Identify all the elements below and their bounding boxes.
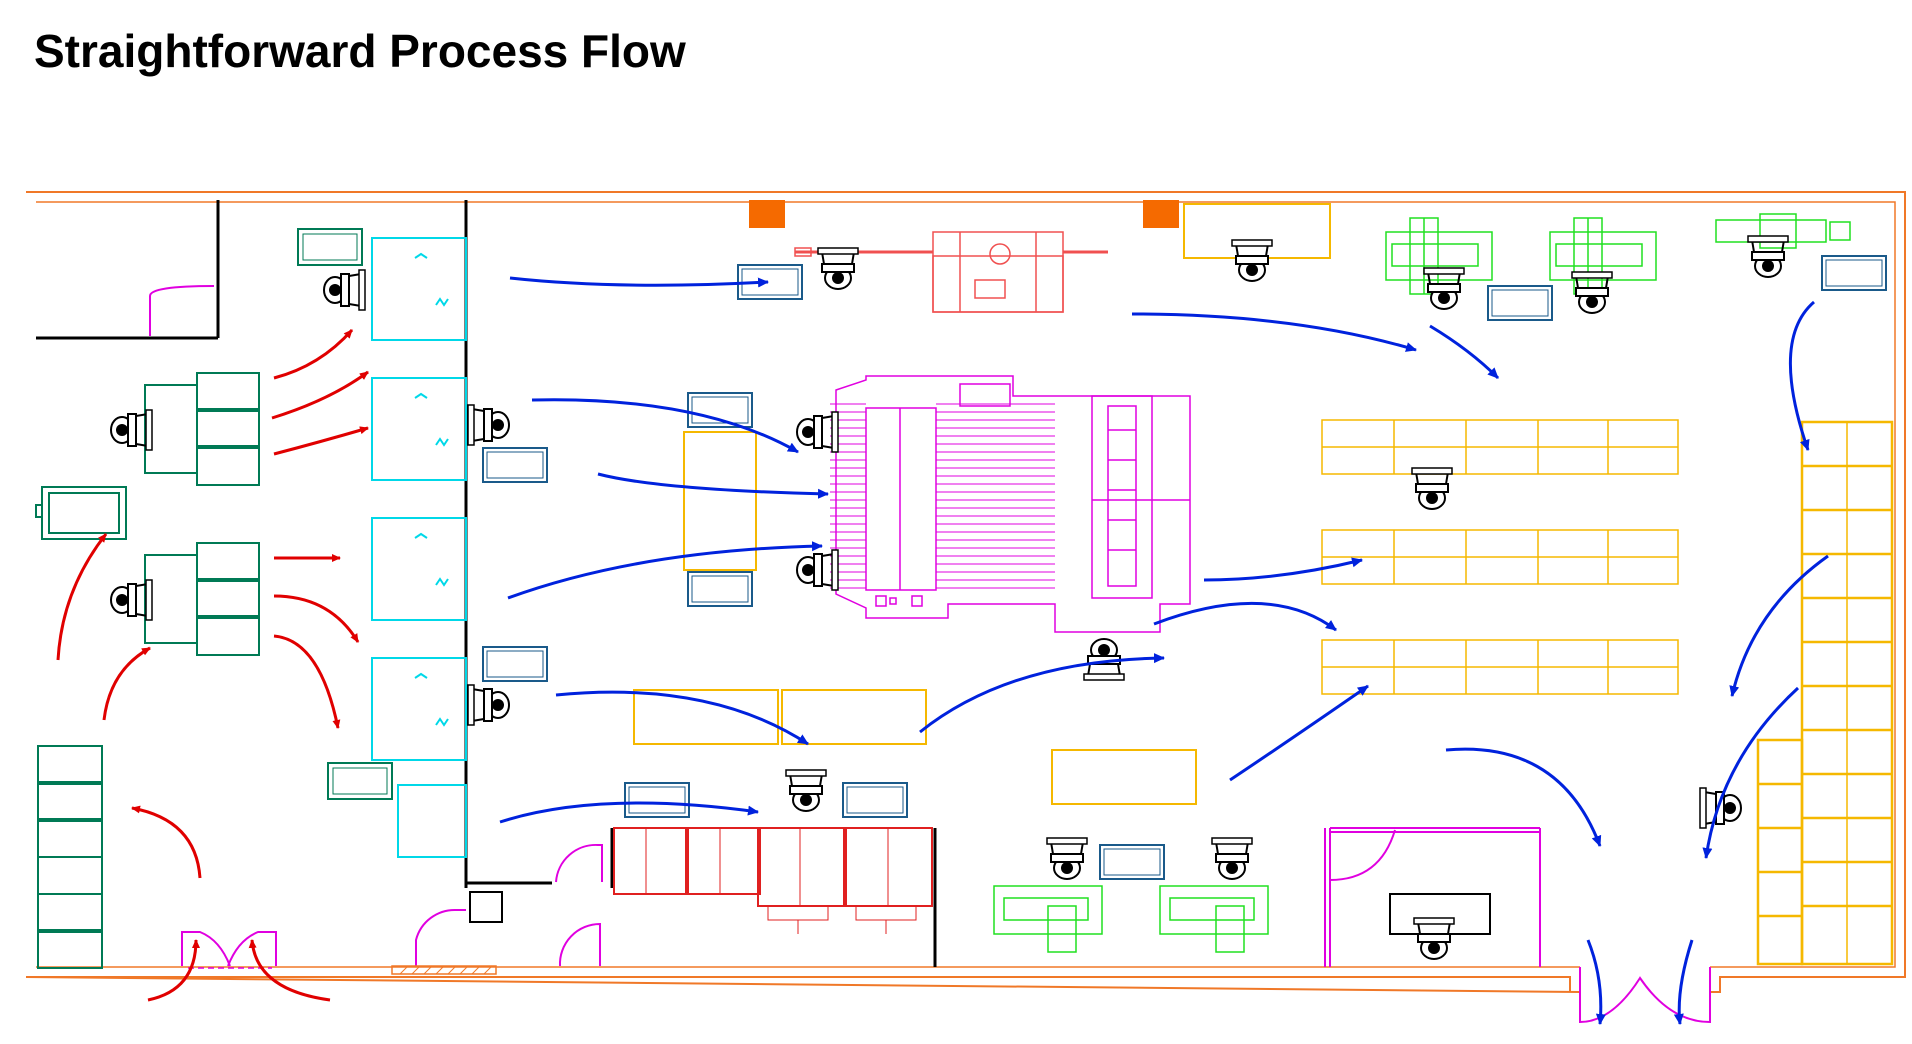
staging-cart [327, 762, 393, 800]
kitting-station-1 [144, 372, 260, 486]
door-swings [149, 285, 1711, 1024]
inspection-table [35, 486, 127, 540]
press-machines [613, 827, 933, 934]
small-cabinet [469, 891, 503, 923]
test-benches [993, 213, 1851, 953]
cyan-machines [371, 237, 467, 858]
column [1143, 200, 1179, 228]
assembly-racks [1321, 419, 1679, 695]
yellow-benches [633, 203, 1331, 805]
kitting-station-2 [144, 542, 260, 656]
receiving-rack [37, 745, 103, 969]
column [749, 200, 785, 228]
qc-desk [1389, 893, 1491, 935]
page-title: Straightforward Process Flow [34, 25, 686, 77]
reflow-conveyor [835, 375, 1191, 633]
finished-goods-shelving [1756, 420, 1894, 966]
hatch-lines [399, 965, 493, 975]
conveyor-rollers [830, 403, 1055, 589]
flow-arrow-icon [56, 329, 369, 1002]
flow-arrow-icon [499, 276, 1829, 1025]
operator-icon [110, 235, 1789, 960]
staging-cart [297, 228, 363, 266]
building-walls [25, 191, 1906, 993]
work-tables [482, 255, 1887, 880]
